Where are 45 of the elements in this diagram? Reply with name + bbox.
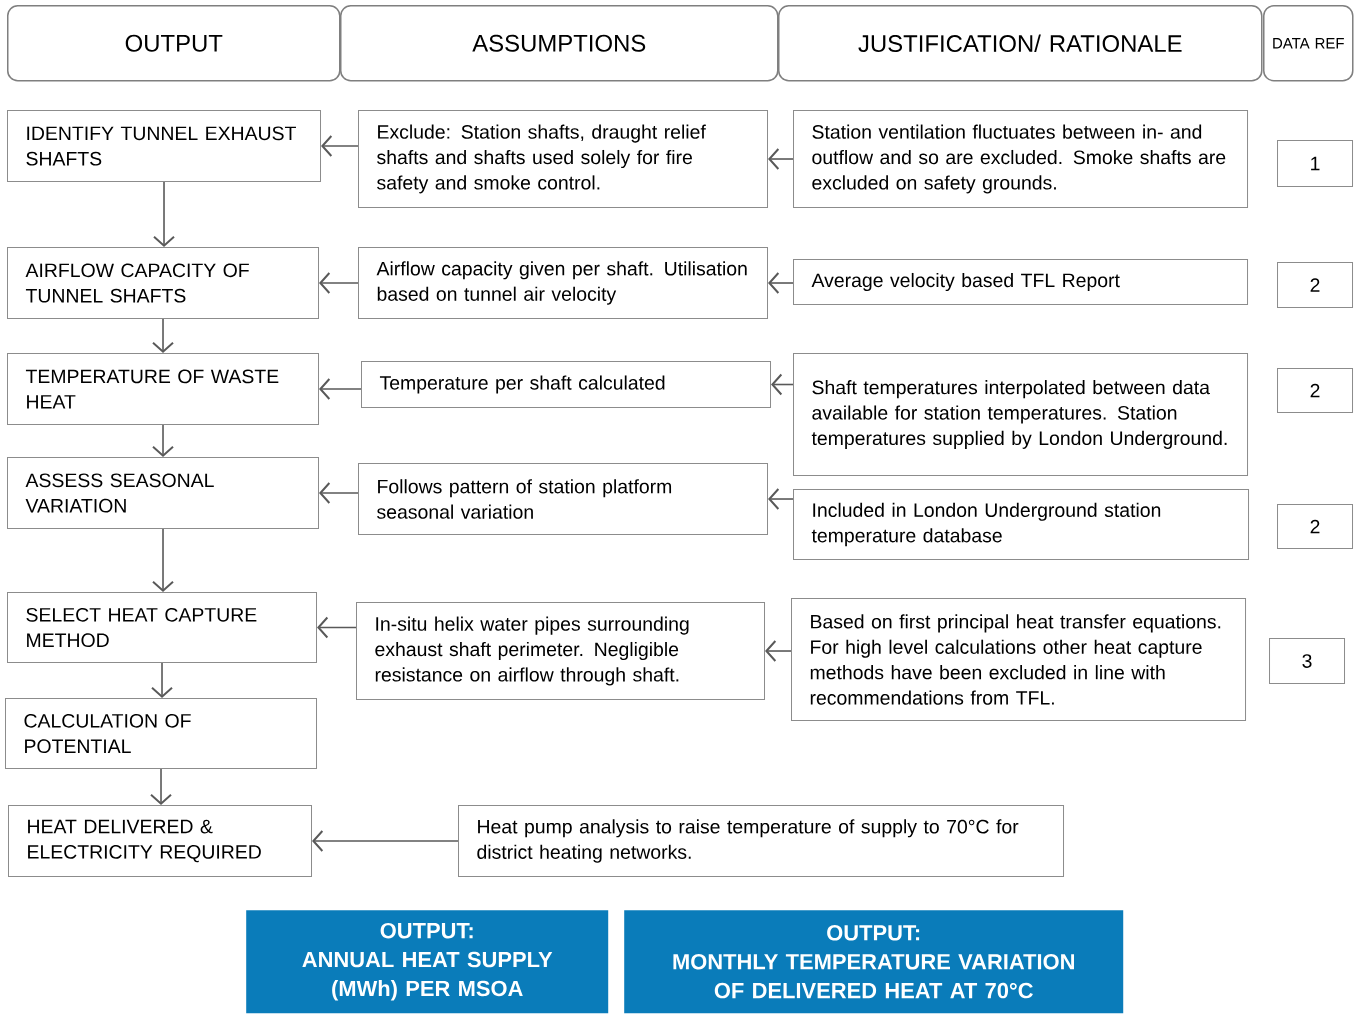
assumption-box: In-situ helix water pipes surrounding exhaust shaft perimeter. Negligible resistance on airflow through shaft. (356, 602, 765, 700)
arrow (152, 528, 174, 592)
rationale-box: Average velocity based TFL Report (793, 259, 1248, 305)
reference-box: 2 (1277, 262, 1353, 308)
reference-box: 1 (1277, 140, 1353, 187)
rationale-box: Station ventilation fluctuates between in- and outflow and so are excluded. Smoke shafts are excluded on safety grounds. (793, 110, 1248, 208)
arrow (768, 148, 794, 170)
arrow (152, 424, 174, 457)
arrow (765, 640, 792, 662)
arrow (150, 768, 172, 805)
arrow (317, 616, 357, 639)
reference-box: 2 (1277, 368, 1353, 413)
step-box: AIRFLOW CAPACITY OF TUNNEL SHAFTS (7, 247, 319, 319)
step-box: IDENTIFY TUNNEL EXHAUST SHAFTS (7, 110, 321, 182)
rationale-box: Included in London Underground station temperature database (793, 489, 1249, 560)
header-cell: ASSUMPTIONS (340, 5, 779, 82)
rationale-box: Shaft temperatures interpolated between data available for station temperatures. Station temperatures supplied by London Underground. (793, 353, 1248, 476)
arrow (312, 830, 459, 852)
reference-box: 3 (1269, 638, 1345, 684)
assumption-box: Heat pump analysis to raise temperature of supply to 70°C for district heating networks. (458, 805, 1064, 877)
arrow (152, 318, 174, 353)
header-cell: JUSTIFICATION/ RATIONALE (778, 5, 1263, 82)
header-cell: DATA REF (1263, 5, 1354, 82)
arrow (321, 135, 359, 157)
assumption-box: Exclude: Station shafts, draught relief shafts and shafts used solely for fire safety and smoke control. (358, 110, 768, 208)
output-box: OUTPUT: MONTHLY TEMPERATURE VARIATION OF DELIVERED HEAT AT 70°C (624, 910, 1124, 1014)
arrow (768, 488, 794, 510)
assumption-box: Airflow capacity given per shaft. Utilisation based on tunnel air velocity (358, 247, 768, 319)
arrow (768, 272, 794, 294)
arrow (151, 662, 173, 698)
assumption-box: Temperature per shaft calculated (361, 361, 771, 408)
step-box: CALCULATION OF POTENTIAL (5, 698, 317, 769)
header-cell: OUTPUT (7, 5, 341, 82)
rationale-box: Based on first principal heat transfer equations. For high level calculations other heat capture methods have been excluded in line with recommendations from TFL. (791, 598, 1246, 721)
reference-box: 2 (1277, 504, 1353, 549)
step-box: ASSESS SEASONAL VARIATION (7, 457, 319, 529)
output-box: OUTPUT: ANNUAL HEAT SUPPLY (MWh) PER MSOA (246, 910, 609, 1014)
arrow (319, 482, 359, 504)
step-box: TEMPERATURE OF WASTE HEAT (7, 353, 319, 425)
arrow (319, 272, 359, 294)
step-box: SELECT HEAT CAPTURE METHOD (7, 592, 317, 663)
arrow (319, 378, 362, 400)
assumption-box: Follows pattern of station platform seasonal variation (358, 463, 768, 535)
arrow (153, 181, 175, 247)
step-box: HEAT DELIVERED & ELECTRICITY REQUIRED (8, 805, 312, 877)
